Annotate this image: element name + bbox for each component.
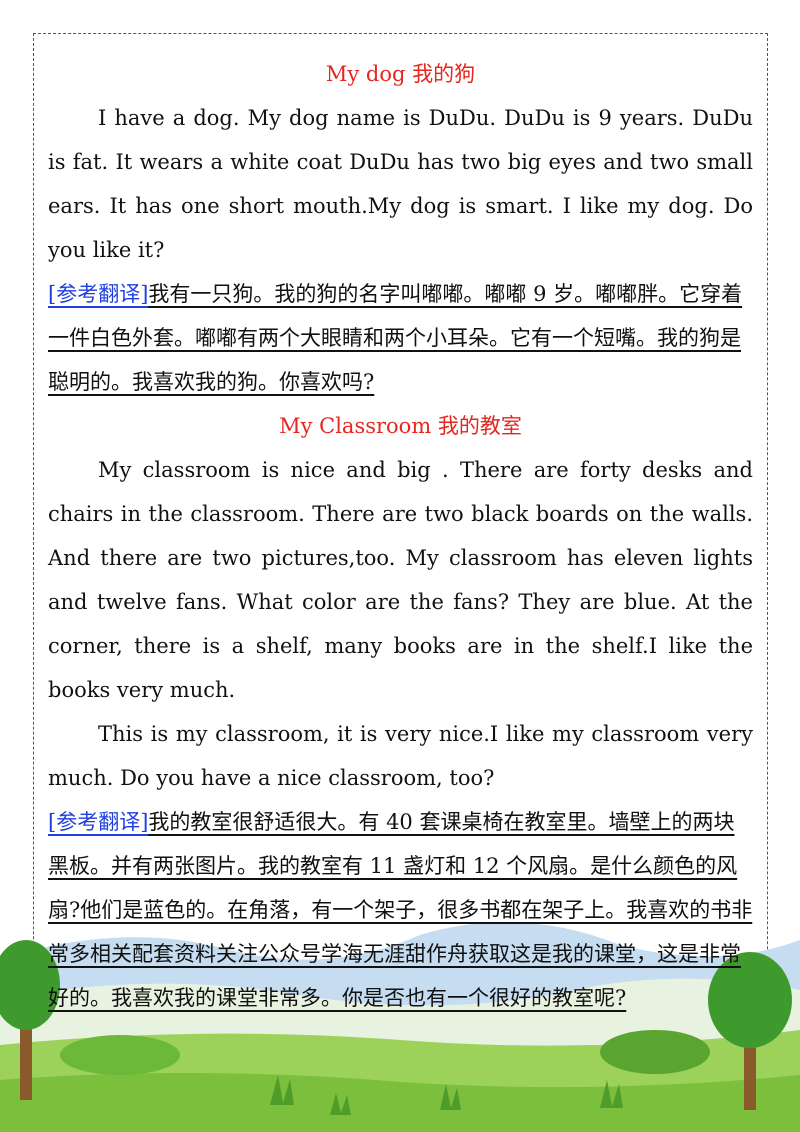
section2-translation-label: [参考翻译] bbox=[48, 810, 149, 834]
article-content: My dog 我的狗 I have a dog. My dog name is … bbox=[48, 52, 753, 1020]
section2-paragraph-1: My classroom is nice and big . There are… bbox=[48, 458, 753, 702]
grass-scenery-illustration bbox=[0, 922, 800, 1132]
section2-translation-block: [参考翻译]我的教室很舒适很大。有 40 套课桌椅在教室里。墙壁上的两块黑板。并… bbox=[48, 800, 753, 1020]
section1-paragraph: I have a dog. My dog name is DuDu. DuDu … bbox=[48, 106, 753, 262]
section2-translation: 我的教室很舒适很大。有 40 套课桌椅在教室里。墙壁上的两块黑板。并有两张图片。… bbox=[48, 810, 753, 1010]
section1-translation-label: [参考翻译] bbox=[48, 282, 149, 306]
section2-title: My Classroom 我的教室 bbox=[279, 414, 522, 438]
section1-title: My dog 我的狗 bbox=[325, 62, 476, 86]
section2-paragraph-2: This is my classroom, it is very nice.I … bbox=[48, 722, 753, 790]
section1-translation-block: [参考翻译]我有一只狗。我的狗的名字叫嘟嘟。嘟嘟 9 岁。嘟嘟胖。它穿着一件白色… bbox=[48, 272, 753, 404]
section1-translation: 我有一只狗。我的狗的名字叫嘟嘟。嘟嘟 9 岁。嘟嘟胖。它穿着一件白色外套。嘟嘟有… bbox=[48, 282, 743, 394]
